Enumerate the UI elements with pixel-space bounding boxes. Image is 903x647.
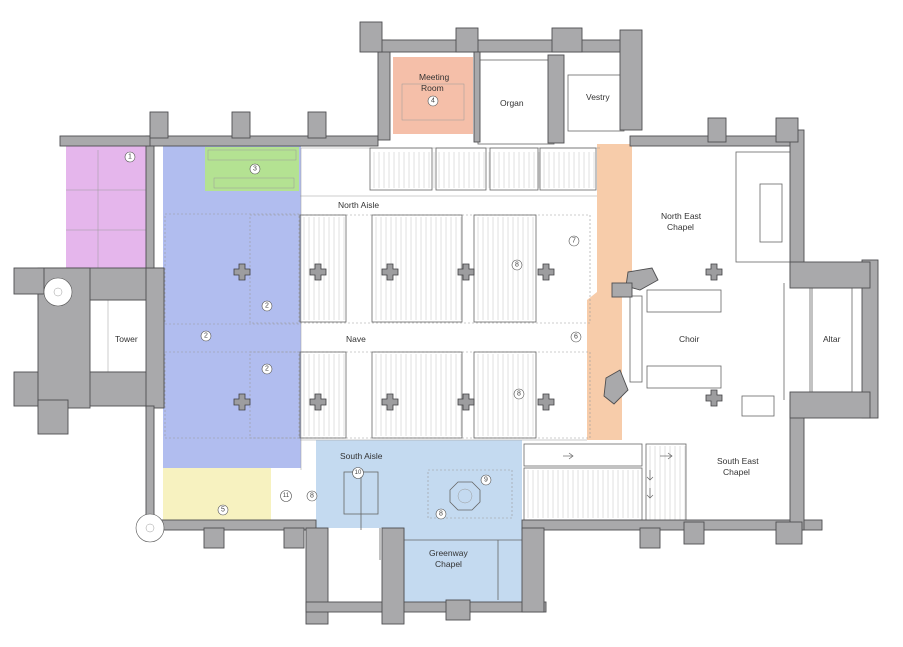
marker-2[interactable]: 2 — [200, 330, 212, 342]
marker-2[interactable]: 2 — [261, 363, 273, 375]
svg-text:4: 4 — [431, 98, 435, 105]
arrows — [563, 452, 673, 499]
svg-text:8: 8 — [517, 391, 521, 398]
svg-text:3: 3 — [253, 166, 257, 173]
arrow-right-icon — [563, 452, 574, 460]
north-wall — [145, 135, 379, 147]
svg-text:8: 8 — [515, 262, 519, 269]
label-north-east-chapel-line2: Chapel — [667, 222, 694, 232]
svg-text:8: 8 — [439, 511, 443, 518]
zone-shop — [163, 468, 271, 523]
marker-10[interactable]: 10 — [352, 467, 364, 479]
svg-text:10: 10 — [355, 470, 362, 476]
arrow-down-icon — [646, 470, 654, 499]
label-tower: Tower — [115, 334, 138, 344]
pew-rows — [303, 152, 686, 520]
label-altar: Altar — [823, 334, 841, 344]
zone-west-area — [163, 146, 301, 468]
room-labels: Meeting Room Organ Vestry North Aisle No… — [115, 72, 841, 569]
pillar-icon — [537, 263, 555, 281]
marker-7[interactable]: 7 — [568, 235, 580, 247]
label-south-aisle: South Aisle — [340, 451, 383, 461]
label-north-aisle: North Aisle — [338, 200, 379, 210]
label-choir: Choir — [679, 334, 699, 344]
marker-4[interactable]: 4 — [427, 95, 439, 107]
marker-1[interactable]: 1 — [124, 151, 136, 163]
svg-text:5: 5 — [221, 507, 225, 514]
pillar-icon — [705, 389, 723, 407]
marker-8[interactable]: 8 — [511, 259, 523, 271]
marker-8[interactable]: 8 — [513, 388, 525, 400]
svg-text:2: 2 — [265, 303, 269, 310]
marker-8[interactable]: 8 — [435, 508, 447, 520]
svg-text:1: 1 — [128, 154, 132, 161]
marker-8[interactable]: 8 — [306, 490, 318, 502]
pillar-icon — [457, 393, 475, 411]
numbered-markers: 1 2 2 2 3 4 5 6 7 8 8 8 8 9 10 11 — [124, 95, 582, 520]
zone-toilets — [66, 146, 146, 270]
arrow-right-icon — [660, 452, 673, 460]
pillar-icon — [705, 263, 723, 281]
pillar-icon — [309, 263, 327, 281]
label-nave: Nave — [346, 334, 366, 344]
marker-2[interactable]: 2 — [261, 300, 273, 312]
marker-6[interactable]: 6 — [570, 331, 582, 343]
label-meeting-room-line1: Meeting — [419, 72, 450, 82]
pillar-icon — [233, 263, 251, 281]
label-south-east-chapel-line2: Chapel — [723, 467, 750, 477]
pillar-icon — [309, 393, 327, 411]
marker-5[interactable]: 5 — [217, 504, 229, 516]
marker-11[interactable]: 11 — [280, 490, 292, 502]
label-meeting-room-line2: Room — [421, 83, 444, 93]
interior-lines — [66, 59, 853, 600]
svg-text:11: 11 — [283, 493, 290, 499]
pillar-icon — [381, 263, 399, 281]
walls — [13, 21, 879, 625]
svg-text:2: 2 — [265, 366, 269, 373]
pillar-icon — [457, 263, 475, 281]
label-greenway-chapel-line1: Greenway — [429, 548, 468, 558]
zone-meeting-room — [393, 57, 473, 134]
label-organ: Organ — [500, 98, 524, 108]
pillar-icon — [233, 393, 251, 411]
pillars — [233, 263, 723, 411]
font-icon — [449, 481, 481, 511]
svg-text:2: 2 — [204, 333, 208, 340]
label-north-east-chapel-line1: North East — [661, 211, 702, 221]
label-vestry: Vestry — [586, 92, 610, 102]
spiral-staircase-icon — [43, 277, 165, 543]
svg-text:8: 8 — [310, 493, 314, 500]
marker-3[interactable]: 3 — [249, 163, 261, 175]
marker-9[interactable]: 9 — [480, 474, 492, 486]
zone-choir-screen — [587, 144, 632, 440]
pillar-icon — [537, 393, 555, 411]
label-greenway-chapel-line2: Chapel — [435, 559, 462, 569]
pillar-icon — [381, 393, 399, 411]
svg-text:7: 7 — [572, 238, 576, 245]
svg-text:6: 6 — [574, 334, 578, 341]
label-south-east-chapel-line1: South East — [717, 456, 759, 466]
svg-text:9: 9 — [484, 477, 488, 484]
